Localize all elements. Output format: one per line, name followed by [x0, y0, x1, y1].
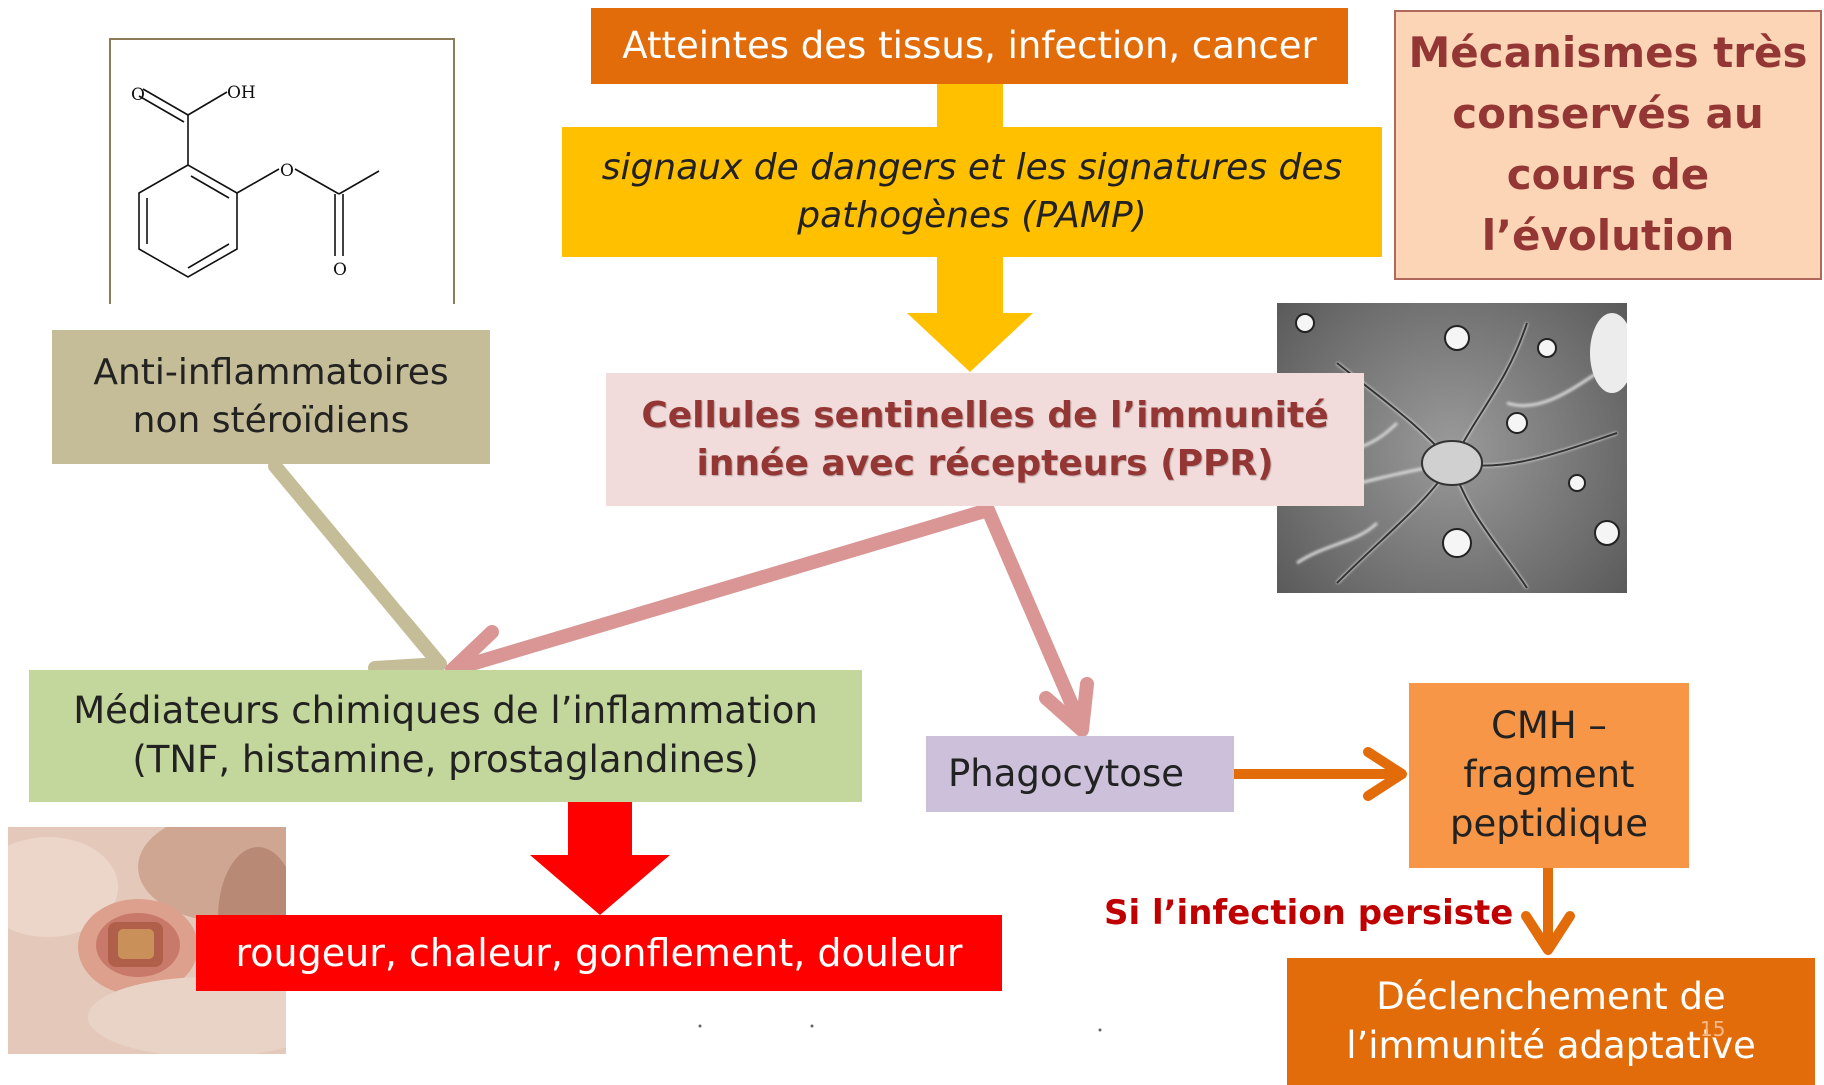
box-conserved-mechanisms: Mécanismes très conservés au cours de l’…: [1394, 10, 1822, 280]
box-mhc-peptide: CMH – fragment peptidique: [1409, 683, 1689, 868]
conserved-line1: Mécanismes très: [1408, 28, 1808, 78]
box-sentinel-cells: Cellules sentinelles de l’immunité innée…: [606, 373, 1364, 506]
conserved-line4: l’évolution: [1481, 210, 1735, 260]
box-adaptive-immunity: Déclenchement de l’immunité adaptative: [1287, 958, 1815, 1085]
arrow-cmh-to-adaptive: [1521, 863, 1575, 955]
mhc-line1: CMH –: [1491, 704, 1607, 748]
arrow-phagocytosis-to-cmh: [1229, 747, 1407, 801]
box-phagocytosis: Phagocytose: [926, 736, 1234, 812]
mediators-line2: (TNF, histamine, prostaglandines): [132, 738, 759, 781]
arrow-ains-to-mediators: [268, 459, 447, 675]
phagocytosis-text: Phagocytose: [948, 751, 1184, 795]
box-nsaids: Anti-inflammatoires non stéroïdiens: [52, 330, 490, 464]
tissue-damage-text: Atteintes des tissus, infection, cancer: [622, 23, 1317, 67]
danger-signals-line1: signaux de dangers et les signatures des: [601, 147, 1343, 189]
slide-number: 15: [1700, 1017, 1726, 1041]
box-inflammation-symptoms: rougeur, chaleur, gonflement, douleur: [196, 915, 1002, 991]
adaptive-line2: l’immunité adaptative: [1346, 1023, 1756, 1067]
arrow-mediators-to-symptoms: [530, 795, 670, 915]
nsaids-line1: Anti-inflammatoires: [93, 352, 449, 394]
aspirin-structure: O OH O O: [109, 38, 455, 304]
skin-lesion-photo: [8, 827, 286, 1054]
arrow-sentinel-to-phagocytosis: [981, 503, 1094, 737]
mediators-line1: Médiateurs chimiques de l’inflammation: [73, 689, 818, 733]
molecule-atom-o-ester: O: [280, 161, 294, 181]
danger-signals-line2: pathogènes (PAMP): [797, 195, 1147, 236]
arrow-sentinel-to-mediators: [445, 503, 995, 695]
adaptive-line1: Déclenchement de: [1376, 974, 1726, 1018]
nsaids-line2: non stéroïdiens: [132, 400, 410, 441]
mhc-line3: peptidique: [1450, 801, 1648, 845]
box-tissue-damage: Atteintes des tissus, infection, cancer: [591, 8, 1348, 84]
mhc-line2: fragment: [1463, 753, 1635, 797]
sentinel-line2: innée avec récepteurs (PPR): [696, 442, 1274, 484]
sentinel-line1: Cellules sentinelles de l’immunité: [641, 394, 1329, 436]
box-danger-signals: signaux de dangers et les signatures des…: [562, 127, 1382, 257]
aspirin-molecule-drawing: O OH O O: [131, 83, 380, 280]
conserved-line2: conservés au: [1452, 89, 1764, 139]
box-chemical-mediators: Médiateurs chimiques de l’inflammation (…: [29, 670, 862, 802]
symptoms-text: rougeur, chaleur, gonflement, douleur: [235, 930, 963, 975]
molecule-atom-o-acid: O: [131, 85, 145, 105]
infection-persists-label: Si l’infection persiste: [1104, 893, 1514, 933]
molecule-atom-oh: OH: [227, 83, 256, 103]
molecule-atom-o-carbonyl: O: [333, 260, 347, 280]
conserved-line3: cours de: [1506, 150, 1710, 199]
